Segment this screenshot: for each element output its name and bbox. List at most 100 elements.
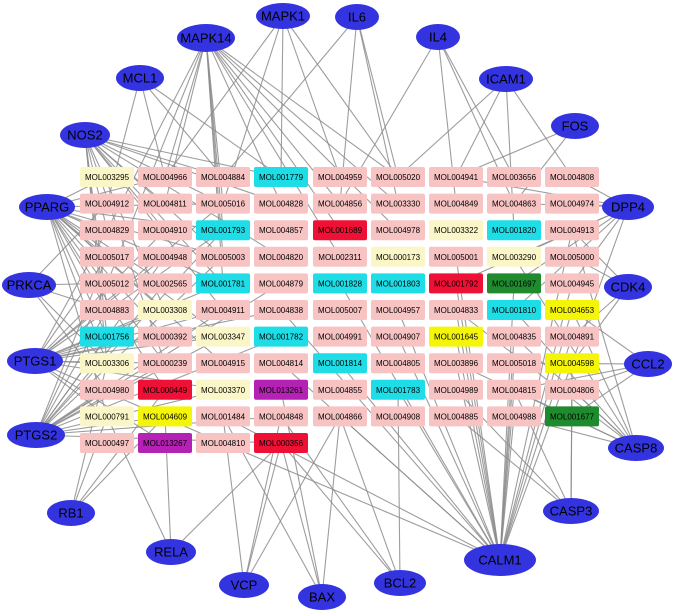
molecule-node-mol004910[interactable]: MOL004910 xyxy=(138,220,192,241)
molecule-node-mol003656[interactable]: MOL003656 xyxy=(487,167,541,187)
molecule-node-mol004833[interactable]: MOL004833 xyxy=(429,300,483,320)
molecule-node-mol003322[interactable]: MOL003322 xyxy=(429,220,483,241)
molecule-node-mol004911[interactable]: MOL004911 xyxy=(196,300,250,320)
molecule-node-mol004879[interactable]: MOL004879 xyxy=(254,273,308,294)
molecule-node-mol003347[interactable]: MOL003347 xyxy=(196,326,250,347)
molecule-node-mol004808[interactable]: MOL004808 xyxy=(545,167,599,187)
target-node-fos[interactable]: FOS xyxy=(551,113,599,139)
molecule-node-mol004959[interactable]: MOL004959 xyxy=(313,167,367,187)
molecule-node-mol004913[interactable]: MOL004913 xyxy=(545,220,599,241)
target-node-cdk4[interactable]: CDK4 xyxy=(604,274,652,300)
molecule-node-mol003330[interactable]: MOL003330 xyxy=(371,193,425,214)
molecule-node-mol003306[interactable]: MOL003306 xyxy=(80,353,134,374)
molecule-node-mol005007[interactable]: MOL005007 xyxy=(313,300,367,320)
target-node-ptgs1[interactable]: PTGS1 xyxy=(7,348,63,374)
target-node-mcl1[interactable]: MCL1 xyxy=(116,65,164,91)
molecule-node-mol001783[interactable]: MOL001783 xyxy=(371,379,425,400)
molecule-node-mol004978[interactable]: MOL004978 xyxy=(371,220,425,241)
target-node-pparg[interactable]: PPARG xyxy=(19,194,75,220)
molecule-node-mol000449[interactable]: MOL000449 xyxy=(138,379,192,400)
molecule-node-mol004966[interactable]: MOL004966 xyxy=(138,167,192,187)
molecule-node-mol005001[interactable]: MOL005001 xyxy=(429,246,483,267)
molecule-node-mol004820[interactable]: MOL004820 xyxy=(254,246,308,267)
molecule-node-mol004806[interactable]: MOL004806 xyxy=(545,379,599,400)
molecule-node-mol004848[interactable]: MOL004848 xyxy=(254,406,308,427)
molecule-node-mol000173[interactable]: MOL000173 xyxy=(371,246,425,267)
molecule-node-mol004829[interactable]: MOL004829 xyxy=(80,220,134,241)
molecule-node-mol004941[interactable]: MOL004941 xyxy=(429,167,483,187)
molecule-node-mol001803[interactable]: MOL001803 xyxy=(371,273,425,294)
molecule-node-mol005020[interactable]: MOL005020 xyxy=(371,167,425,187)
molecule-node-mol004991[interactable]: MOL004991 xyxy=(313,326,367,347)
molecule-node-mol004957[interactable]: MOL004957 xyxy=(371,300,425,320)
molecule-node-mol001782[interactable]: MOL001782 xyxy=(254,326,308,347)
molecule-node-mol001697[interactable]: MOL001697 xyxy=(487,273,541,294)
molecule-node-mol004814[interactable]: MOL004814 xyxy=(254,353,308,374)
target-node-icam1[interactable]: ICAM1 xyxy=(479,66,533,92)
molecule-node-mol004989[interactable]: MOL004989 xyxy=(429,379,483,400)
molecule-node-mol001645[interactable]: MOL001645 xyxy=(429,326,483,347)
molecule-node-mol002565[interactable]: MOL002565 xyxy=(138,273,192,294)
target-node-il6[interactable]: IL6 xyxy=(335,4,379,30)
molecule-node-mol004857[interactable]: MOL004857 xyxy=(254,220,308,241)
target-node-rela[interactable]: RELA xyxy=(146,539,196,565)
molecule-node-mol004988[interactable]: MOL004988 xyxy=(487,406,541,427)
molecule-node-mol004948[interactable]: MOL004948 xyxy=(138,246,192,267)
target-node-mapk1[interactable]: MAPK1 xyxy=(256,3,310,29)
molecule-node-mol004974[interactable]: MOL004974 xyxy=(545,193,599,214)
molecule-node-mol000392[interactable]: MOL000392 xyxy=(138,326,192,347)
molecule-node-mol000497[interactable]: MOL000497 xyxy=(80,433,134,453)
molecule-node-mol004863[interactable]: MOL004863 xyxy=(487,193,541,214)
molecule-node-mol003308[interactable]: MOL003308 xyxy=(138,300,192,320)
molecule-node-mol004815[interactable]: MOL004815 xyxy=(487,379,541,400)
target-node-mapk14[interactable]: MAPK14 xyxy=(177,24,235,52)
molecule-node-mol000791[interactable]: MOL000791 xyxy=(80,406,134,427)
molecule-node-mol001828[interactable]: MOL001828 xyxy=(313,273,367,294)
target-node-il4[interactable]: IL4 xyxy=(416,24,460,50)
target-node-prkca[interactable]: PRKCA xyxy=(2,272,56,298)
molecule-node-mol001677[interactable]: MOL001677 xyxy=(545,406,599,427)
molecule-node-mol004885[interactable]: MOL004885 xyxy=(429,406,483,427)
molecule-node-mol004908[interactable]: MOL004908 xyxy=(371,406,425,427)
molecule-node-mol004883[interactable]: MOL004883 xyxy=(80,300,134,320)
molecule-node-mol004912[interactable]: MOL004912 xyxy=(80,193,134,214)
molecule-node-mol005000[interactable]: MOL005000 xyxy=(545,246,599,267)
molecule-node-mol005003[interactable]: MOL005003 xyxy=(196,246,250,267)
molecule-node-mol002311[interactable]: MOL002311 xyxy=(313,246,367,267)
molecule-node-mol004835[interactable]: MOL004835 xyxy=(487,326,541,347)
molecule-node-mol003290[interactable]: MOL003290 xyxy=(487,246,541,267)
target-node-bax[interactable]: BAX xyxy=(298,584,346,610)
target-node-rb1[interactable]: RB1 xyxy=(47,500,95,526)
molecule-node-mol001484[interactable]: MOL001484 xyxy=(196,406,250,427)
molecule-node-mol003896[interactable]: MOL003896 xyxy=(429,353,483,374)
molecule-node-mol013267[interactable]: MOL013267 xyxy=(138,433,192,453)
molecule-node-mol004907[interactable]: MOL004907 xyxy=(371,326,425,347)
target-node-vcp[interactable]: VCP xyxy=(219,572,269,598)
molecule-node-mol004838[interactable]: MOL004838 xyxy=(254,300,308,320)
molecule-node-mol004653[interactable]: MOL004653 xyxy=(545,300,599,320)
target-node-ptgs2[interactable]: PTGS2 xyxy=(7,422,65,448)
target-node-casp3[interactable]: CASP3 xyxy=(543,498,599,524)
molecule-node-mol013261[interactable]: MOL013261 xyxy=(254,379,308,400)
molecule-node-mol005016[interactable]: MOL005016 xyxy=(196,193,250,214)
target-node-ccl2[interactable]: CCL2 xyxy=(624,351,672,377)
molecule-node-mol001689[interactable]: MOL001689 xyxy=(313,220,367,241)
target-node-dpp4[interactable]: DPP4 xyxy=(602,194,654,220)
molecule-node-mol004598[interactable]: MOL004598 xyxy=(545,353,599,374)
molecule-node-mol004810[interactable]: MOL004810 xyxy=(196,433,250,453)
molecule-node-mol004609[interactable]: MOL004609 xyxy=(138,406,192,427)
molecule-node-mol003295[interactable]: MOL003295 xyxy=(80,167,134,187)
molecule-node-mol001793[interactable]: MOL001793 xyxy=(196,220,250,241)
molecule-node-mol005018[interactable]: MOL005018 xyxy=(487,353,541,374)
molecule-node-mol001756[interactable]: MOL001756 xyxy=(80,326,134,347)
molecule-node-mol004884[interactable]: MOL004884 xyxy=(196,167,250,187)
molecule-node-mol001810[interactable]: MOL001810 xyxy=(487,300,541,320)
molecule-node-mol000356[interactable]: MOL000356 xyxy=(254,433,308,453)
molecule-node-mol001779[interactable]: MOL001779 xyxy=(254,167,308,187)
molecule-node-mol004828[interactable]: MOL004828 xyxy=(254,193,308,214)
molecule-node-mol004945[interactable]: MOL004945 xyxy=(545,273,599,294)
molecule-node-mol003370[interactable]: MOL003370 xyxy=(196,379,250,400)
target-node-bcl2[interactable]: BCL2 xyxy=(374,570,426,596)
molecule-node-mol001792[interactable]: MOL001792 xyxy=(429,273,483,294)
molecule-node-mol005012[interactable]: MOL005012 xyxy=(80,273,134,294)
